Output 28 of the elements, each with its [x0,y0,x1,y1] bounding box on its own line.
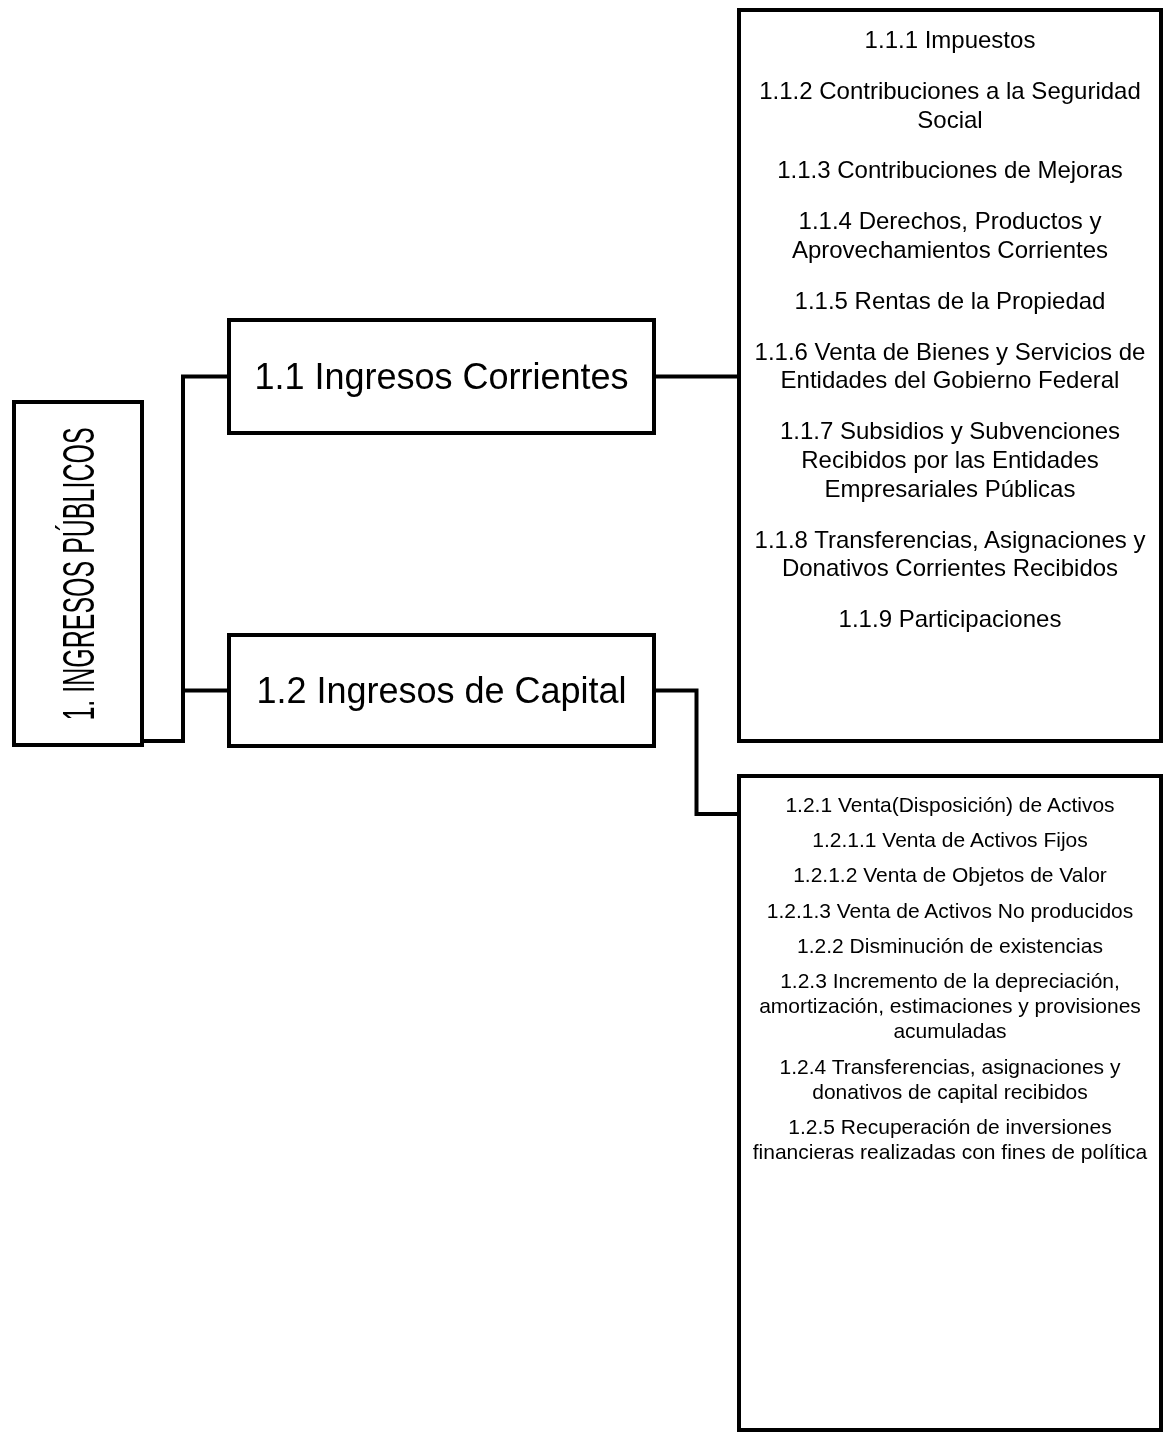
subcategory-item: 1.2.1.2 Venta de Objetos de Valor [793,862,1107,888]
connector-line [656,374,737,379]
subcategory-item: 1.1.2 Contribuciones a la Seguridad Social [758,76,1142,135]
subcategory-item: 1.2.2 Disminución de existencias [797,932,1103,958]
subcategory-item: 1.1.9 Participaciones [838,605,1062,634]
category-box [227,318,656,435]
subcategory-item: 1.1.6 Venta de Bienes y Servicios de Entidades del Gobierno Federal [753,337,1147,396]
subcategory-item: 1.1.7 Subsidios y Subvenciones Recibidos por las Entidades Empresariales Públicas [778,417,1122,504]
subcategory-item: 1.2.4 Transferencias, asignaciones y donativos de capital recibidos [778,1053,1122,1104]
category-box [227,633,656,748]
subcategory-item: 1.1.4 Derechos, Productos y Aprovechamientos Corrientes [790,207,1110,265]
root-title: 1. INGRESOS PÚBLICOS [51,426,105,721]
category-title: 1.2 Ingresos de Capital [256,668,627,713]
root-box [12,400,144,747]
connector-line [656,688,737,816]
connector-line [144,688,227,743]
category-title: 1.1 Ingresos Corrientes [254,354,629,399]
subcategory-item: 1.1.1 Impuestos [864,26,1036,55]
subcategory-list-box [737,774,1163,1432]
subcategory-item: 1.2.1 Venta(Disposición) de Activos [785,792,1115,818]
subcategory-list-box [737,8,1163,743]
subcategory-item: 1.2.3 Incremento de la depreciación, amortización, estimaciones y provisiones acumuladas [758,967,1142,1044]
subcategory-item: 1.2.1.1 Venta de Activos Fijos [812,827,1088,853]
subcategory-item: 1.2.1.3 Venta de Activos No producidos [766,897,1134,923]
subcategory-item: 1.1.5 Rentas de la Propiedad [794,286,1106,316]
subcategory-item: 1.1.3 Contribuciones de Mejoras [777,156,1123,186]
subcategory-item: 1.1.8 Transferencias, Asignaciones y Donativos Corrientes Recibidos [753,525,1147,584]
subcategory-item: 1.2.5 Recuperación de inversiones financieras realizadas con fines de política [751,1113,1149,1165]
